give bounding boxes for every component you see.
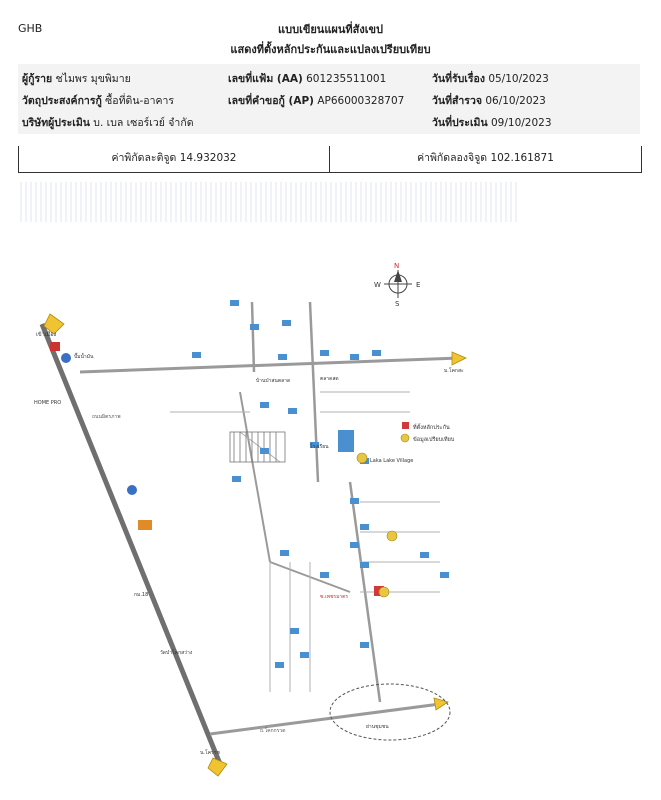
- label-home-pro: HOME PRO: [34, 400, 61, 406]
- road-east-west: [79, 356, 461, 374]
- borrower-row: ผู้กู้ราย ชไมพร มุขพิมาย: [22, 70, 131, 87]
- longitude-text: ค่าพิกัดลองจิจูด 102.161871: [417, 152, 554, 164]
- latitude-text: ค่าพิกัดละติจูด 14.932032: [111, 152, 237, 164]
- bottom-road-arrow: [433, 697, 449, 711]
- purpose-value: ซื้อที่ดิน-อาคาร: [105, 95, 175, 107]
- request-row: เลขที่คำขอกู้ (AP) AP66000328707: [228, 92, 404, 109]
- label-temple: วัดป่าโคกสว่าง: [160, 649, 193, 656]
- secondary-roads: [170, 391, 440, 692]
- info-panel: ผู้กู้ราย ชไมพร มุขพิมาย เลขที่แฟ้ม (AA)…: [18, 64, 640, 134]
- legend-comparable-swatch: [400, 433, 410, 443]
- brand-label: GHB: [18, 22, 43, 35]
- highway-arrow-bottom: [207, 757, 228, 777]
- receive-value: 05/10/2023: [488, 73, 549, 85]
- highway-arrow-top: [43, 313, 65, 335]
- road-bottom: [209, 702, 441, 736]
- label-bottom-road: ถ.โคกกรวด: [260, 727, 285, 734]
- label-village: บ้านป่าสนตลาด: [256, 377, 290, 384]
- compass-n: N: [394, 262, 399, 270]
- label-bottom-left: น.โคราช: [200, 749, 221, 756]
- comparable-markers: [356, 452, 398, 598]
- request-label: เลขที่คำขอกู้ (AP): [228, 95, 314, 107]
- borrower-value: ชไมพร มุขพิมาย: [55, 73, 131, 85]
- pond: [338, 430, 354, 452]
- coordinates-divider: [329, 146, 330, 172]
- survey-value: 06/10/2023: [485, 95, 546, 107]
- coordinates-bar: ค่าพิกัดละติจูด 14.932032 ค่าพิกัดลองจิจ…: [18, 146, 642, 173]
- compass-w: W: [374, 281, 381, 289]
- label-market: ตลาดสด: [320, 376, 339, 382]
- label-km: กม.18: [134, 592, 148, 598]
- shop-icon: [138, 520, 152, 530]
- east-road-arrow: [451, 351, 467, 366]
- fuel-station-icon: [61, 353, 71, 363]
- survey-row: วันที่สำรวจ 06/10/2023: [432, 92, 546, 109]
- receive-label: วันที่รับเรื่อง: [432, 73, 485, 85]
- label-school: โรงเรียน: [310, 443, 329, 450]
- page-title: แบบเขียนแผนที่สังเขป: [278, 23, 383, 36]
- label-soi: ซ.เพชรมาตร: [320, 594, 348, 600]
- label-lake: Laka Lake Village: [370, 458, 413, 464]
- hatched-block: [229, 431, 286, 463]
- file-label: เลขที่แฟ้ม (AA): [228, 73, 303, 85]
- fuel-station-icon-2: [127, 485, 137, 495]
- company-value: บ. เบล เซอร์เวย์ จำกัด: [93, 117, 194, 129]
- compass-rose: [384, 270, 412, 298]
- company-label: บริษัทผู้ประเมิน: [22, 117, 90, 129]
- appraise-label: วันที่ประเมิน: [432, 117, 488, 129]
- building-icon: [50, 342, 60, 351]
- label-pump: ปั๊มน้ำมัน: [74, 351, 94, 360]
- sketch-map: N S E W ที่ตั้งหลักประกัน ข้อมูลเปรียบเท…: [34, 262, 467, 777]
- community-area: [329, 683, 451, 741]
- scan-strip: [20, 182, 518, 222]
- label-main-road: ถนนมิตรภาพ: [92, 413, 121, 420]
- file-value: 601235511001: [306, 73, 387, 85]
- compass-s: S: [395, 300, 400, 308]
- page-subtitle: แสดงที่ตั้งหลักประกันและแปลงเปรียบเทียบ: [230, 43, 431, 56]
- purpose-label: วัตถุประสงค์การกู้: [22, 95, 102, 107]
- purpose-row: วัตถุประสงค์การกู้ ซื้อที่ดิน-อาคาร: [22, 92, 174, 109]
- receive-row: วันที่รับเรื่อง 05/10/2023: [432, 70, 549, 87]
- file-row: เลขที่แฟ้ม (AA) 601235511001: [228, 70, 386, 87]
- label-left-top: เข้าเมือง: [36, 331, 57, 338]
- legend-collateral-label: ที่ตั้งหลักประกัน: [413, 423, 450, 431]
- legend-comparable-label: ข้อมูลเปรียบเทียบ: [413, 436, 455, 443]
- road-north-south: [250, 301, 256, 373]
- compass-e: E: [416, 281, 420, 289]
- house-markers: [192, 300, 449, 668]
- main-highway: [39, 323, 223, 765]
- request-value: AP66000328707: [317, 95, 405, 107]
- appraise-row: วันที่ประเมิน 09/10/2023: [432, 114, 552, 131]
- label-area: ย่านชุมชน: [366, 724, 389, 730]
- label-right-road: ม.โคกสะ: [444, 367, 464, 374]
- legend-collateral-swatch: [402, 422, 409, 429]
- road-center-vertical: [308, 301, 320, 483]
- road-inner-diagonal: [239, 391, 271, 563]
- appraise-value: 09/10/2023: [490, 117, 552, 129]
- company-row: บริษัทผู้ประเมิน บ. เบล เซอร์เวย์ จำกัด: [22, 114, 194, 131]
- survey-label: วันที่สำรวจ: [432, 95, 482, 107]
- borrower-label: ผู้กู้ราย: [22, 73, 53, 85]
